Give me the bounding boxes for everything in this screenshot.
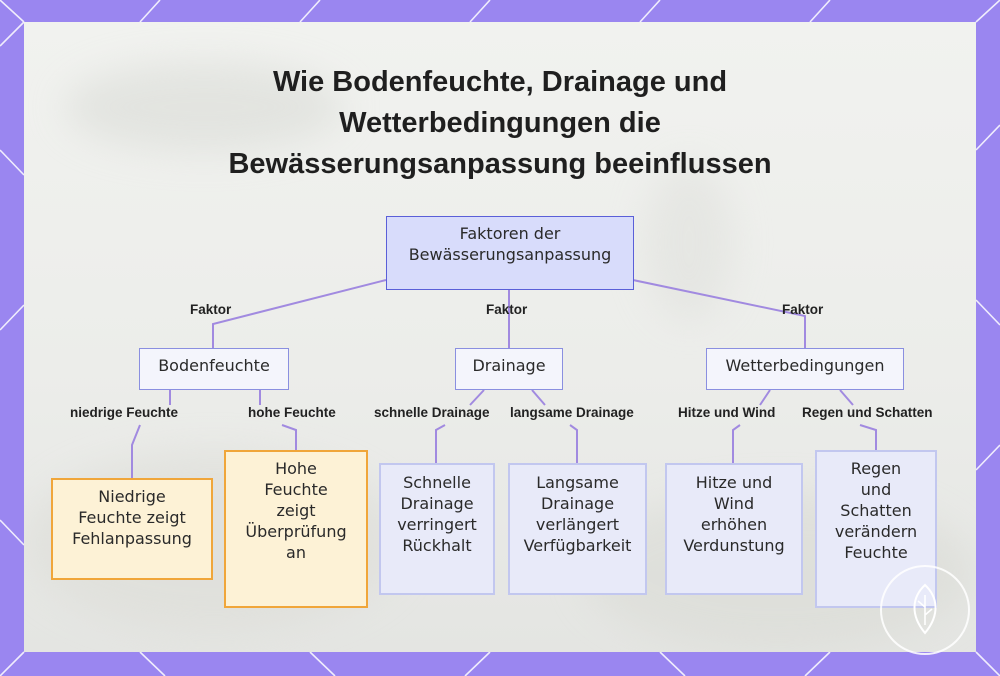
leaf-slow-line-1: Langsame	[536, 473, 619, 492]
leaf-rain-line-3: Schatten	[840, 501, 912, 520]
leaf-slow-line-2: Drainage	[540, 494, 615, 513]
leaf-low-moisture: Niedrige Feuchte zeigt Fehlanpassung	[51, 478, 213, 580]
category-drainage: Drainage	[455, 348, 563, 390]
edge-root-soil	[212, 279, 387, 348]
leaf-logo-icon	[880, 565, 970, 655]
category-drainage-label: Drainage	[472, 356, 546, 375]
leaf-rain-line-5: Feuchte	[844, 543, 908, 562]
edge-label-faktor-mid: Faktor	[486, 302, 528, 317]
leaf-low-line-2: Feuchte zeigt	[78, 508, 186, 527]
leaf-low-line-3: Fehlanpassung	[72, 529, 192, 548]
title-line-3: Bewässerungsanpassung beeinflussen	[228, 148, 772, 180]
root-line-2: Bewässerungsanpassung	[408, 245, 612, 264]
leaf-fast-line-3: verringert	[397, 515, 477, 534]
edge-label-faktor-right: Faktor	[782, 302, 824, 317]
leaf-high-line-3: zeigt	[276, 501, 316, 520]
category-soil-moisture: Bodenfeuchte	[139, 348, 289, 390]
root-node: Faktoren der Bewässerungsanpassung	[386, 216, 634, 290]
edge-label-low-moisture: niedrige Feuchte	[70, 405, 179, 420]
edge-weather-rain	[839, 389, 877, 450]
leaf-slow-drainage: Langsame Drainage verlängert Verfügbarke…	[508, 463, 647, 595]
leaf-fast-line-4: Rückhalt	[402, 536, 472, 555]
leaf-heat-line-4: Verdunstung	[683, 536, 785, 555]
edge-weather-heat	[732, 389, 771, 463]
leaf-rain-line-4: verändern	[834, 522, 918, 541]
leaf-heat-wind: Hitze und Wind erhöhen Verdunstung	[665, 463, 803, 595]
edge-label-slow-drainage: langsame Drainage	[510, 405, 634, 420]
category-weather: Wetterbedingungen	[706, 348, 904, 390]
leaf-fast-line-2: Drainage	[400, 494, 474, 513]
leaf-high-line-1: Hohe	[275, 459, 317, 478]
leaf-fast-drainage: Schnelle Drainage verringert Rückhalt	[379, 463, 495, 595]
leaf-low-line-1: Niedrige	[98, 487, 166, 506]
category-weather-label: Wetterbedingungen	[725, 356, 885, 375]
leaf-slow-line-4: Verfügbarkeit	[523, 536, 632, 555]
edge-drainage-slow	[531, 389, 578, 463]
leaf-high-line-4: Überprüfung	[245, 522, 347, 541]
title-line-2: Wetterbedingungen die	[339, 107, 661, 139]
root-line-1: Faktoren der	[459, 224, 561, 243]
category-soil-label: Bodenfeuchte	[158, 356, 270, 375]
leaf-rain-shade: Regen und Schatten verändern Feuchte	[815, 450, 937, 608]
leaf-high-line-5: an	[286, 543, 306, 562]
edge-label-faktor-left: Faktor	[190, 302, 232, 317]
edge-soil-high	[259, 390, 297, 450]
leaf-heat-line-3: erhöhen	[700, 515, 768, 534]
leaf-rain-line-1: Regen	[850, 459, 902, 478]
leaf-heat-line-2: Wind	[713, 494, 755, 513]
leaf-high-line-2: Feuchte	[264, 480, 328, 499]
edge-soil-low	[131, 390, 171, 478]
leaf-slow-line-3: verlängert	[535, 515, 620, 534]
title-line-1: Wie Bodenfeuchte, Drainage und	[272, 66, 728, 98]
edge-root-weather	[632, 279, 806, 348]
leaf-high-moisture: Hohe Feuchte zeigt Überprüfung an	[224, 450, 368, 608]
diagram-title: Wie Bodenfeuchte, Drainage und Wetterbed…	[0, 62, 1000, 185]
edge-drainage-fast	[435, 389, 485, 463]
edge-label-fast-drainage: schnelle Drainage	[374, 405, 490, 420]
edge-label-rain-shade: Regen und Schatten	[802, 405, 933, 420]
leaf-heat-line-1: Hitze und	[695, 473, 773, 492]
edge-label-heat-wind: Hitze und Wind	[678, 405, 776, 420]
edge-label-high-moisture: hohe Feuchte	[248, 405, 336, 420]
leaf-fast-line-1: Schnelle	[403, 473, 471, 492]
leaf-rain-line-2: und	[860, 480, 892, 499]
